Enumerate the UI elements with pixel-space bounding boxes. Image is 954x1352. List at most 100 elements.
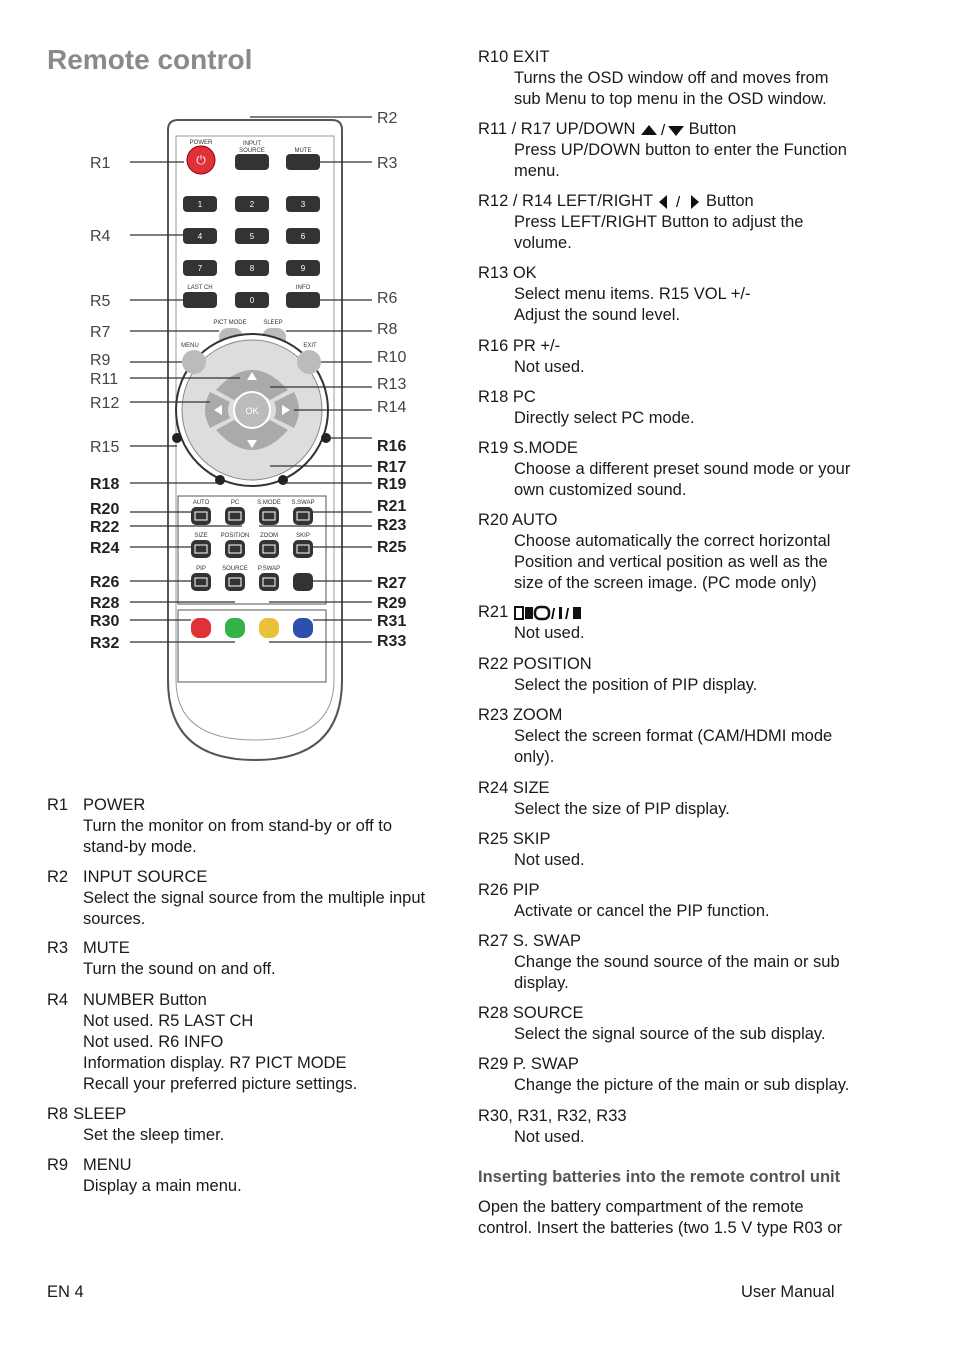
svg-text:/: /: [676, 194, 681, 210]
entry-description: own customized sound.: [514, 481, 687, 499]
entry-description: Select menu items. R15 VOL +/-: [514, 285, 751, 303]
callout-label: R14: [377, 399, 406, 416]
digit-9-button[interactable]: [286, 260, 320, 276]
digit-5-button[interactable]: [235, 228, 269, 244]
entry-description: stand-by mode.: [83, 838, 197, 856]
footer-title: User Manual: [741, 1283, 835, 1301]
entry-description: Display a main menu.: [83, 1177, 242, 1195]
entry-title: R11 / R17 UP/DOWN: [478, 120, 636, 138]
digit-key-label: 4: [198, 232, 203, 241]
entry-title: R12 / R14 LEFT/RIGHT: [478, 192, 653, 210]
entry-description: Select the signal source of the sub disp…: [514, 1025, 826, 1043]
entry-description: sub Menu to top menu in the OSD window.: [514, 90, 827, 108]
digit-key-label: 8: [250, 264, 255, 273]
digit-4-button[interactable]: [183, 228, 217, 244]
auto-button[interactable]: [191, 507, 211, 525]
digit-6-button[interactable]: [286, 228, 320, 244]
pc-button[interactable]: [225, 507, 245, 525]
callout-label: R6: [377, 290, 398, 307]
menu-button[interactable]: [182, 350, 206, 374]
zero-button[interactable]: [235, 292, 269, 308]
digit-key-label: 6: [301, 232, 306, 241]
down-arrow-icon[interactable]: [247, 440, 257, 448]
mute-button[interactable]: [286, 154, 320, 170]
entry-description: Turn the sound on and off.: [83, 960, 276, 978]
entry-heading: R23 ZOOM: [478, 705, 908, 726]
exit-button[interactable]: [297, 350, 321, 374]
entry-heading: R27 S. SWAP: [478, 931, 908, 952]
size-button[interactable]: [191, 540, 211, 558]
callout-label: R10: [377, 349, 406, 366]
digit-8-button[interactable]: [235, 260, 269, 276]
digit-2-button[interactable]: [235, 196, 269, 212]
last-ch-button[interactable]: [183, 292, 217, 308]
pswap-button[interactable]: [259, 573, 279, 591]
smode-button[interactable]: [259, 507, 279, 525]
left-arrow-icon[interactable]: [214, 405, 222, 415]
entry-title: R30, R31, R32, R33: [478, 1107, 627, 1125]
callout-label: R21: [377, 498, 406, 515]
skip-button[interactable]: [293, 540, 313, 558]
entry-title-suffix: Button: [706, 192, 754, 210]
pip-button[interactable]: [191, 573, 211, 591]
callout-label: R25: [377, 539, 406, 556]
callout-label: R27: [377, 575, 406, 592]
size-key-label: SIZE: [194, 533, 207, 539]
mute-key-label: MUTE: [295, 148, 312, 154]
extra-swap-button[interactable]: [293, 573, 313, 591]
info-button[interactable]: [286, 292, 320, 308]
pict-key-label: PICT MODE: [213, 320, 246, 326]
callout-label: R15: [90, 439, 119, 456]
description-entry: R21 //Not used.: [478, 602, 908, 644]
digit-7-button[interactable]: [183, 260, 217, 276]
entry-description: sources.: [83, 910, 146, 928]
up-arrow-icon[interactable]: [247, 372, 257, 380]
callout-label: R33: [377, 633, 406, 650]
entry-name: INPUT SOURCE: [83, 868, 208, 886]
entry-name: MUTE: [83, 939, 130, 957]
entry-description: Not used.: [514, 851, 585, 869]
green-button[interactable]: [225, 618, 245, 638]
entry-description: Directly select PC mode.: [514, 409, 695, 427]
entry-title: R26 PIP: [478, 881, 540, 899]
red-button[interactable]: [191, 618, 211, 638]
callout-label: R24: [90, 540, 119, 557]
right-arrow-icon[interactable]: [282, 405, 290, 415]
callout-label: R5: [90, 293, 111, 310]
entry-description: Change the sound source of the main or s…: [514, 953, 840, 971]
position-key-label: POSITION: [221, 533, 250, 539]
input-source-button[interactable]: [235, 154, 269, 170]
page-title: Remote control: [47, 44, 253, 75]
position-button[interactable]: [225, 540, 245, 558]
svg-text:/: /: [565, 606, 570, 621]
callout-label: R31: [377, 613, 406, 630]
entry-description: size of the screen image. (PC mode only): [514, 574, 817, 592]
battery-paragraph: Open the battery compartment of the remo…: [478, 1197, 898, 1239]
callout-label: R2: [377, 110, 398, 127]
svg-text:/: /: [661, 123, 666, 137]
callout-label: R32: [90, 635, 119, 652]
sswap-button[interactable]: [293, 507, 313, 525]
battery-line: control. Insert the batteries (two 1.5 V…: [478, 1219, 843, 1237]
info-key-label: INFO: [296, 285, 311, 291]
yellow-button[interactable]: [259, 618, 279, 638]
source-button[interactable]: [225, 573, 245, 591]
ok-button[interactable]: [233, 391, 271, 429]
smode-key-label: S.MODE: [257, 500, 281, 506]
svg-text:⏻: ⏻: [196, 153, 206, 167]
digit-3-button[interactable]: [286, 196, 320, 212]
entry-description: Information display. R7 PICT MODE: [83, 1054, 347, 1072]
entry-title: R28 SOURCE: [478, 1004, 584, 1022]
blue-button[interactable]: [293, 618, 313, 638]
zoom-button[interactable]: [259, 540, 279, 558]
digit-1-button[interactable]: [183, 196, 217, 212]
digit-key-label: 2: [250, 200, 255, 209]
power-button[interactable]: [186, 145, 216, 175]
power-key-label: POWER: [190, 140, 213, 146]
